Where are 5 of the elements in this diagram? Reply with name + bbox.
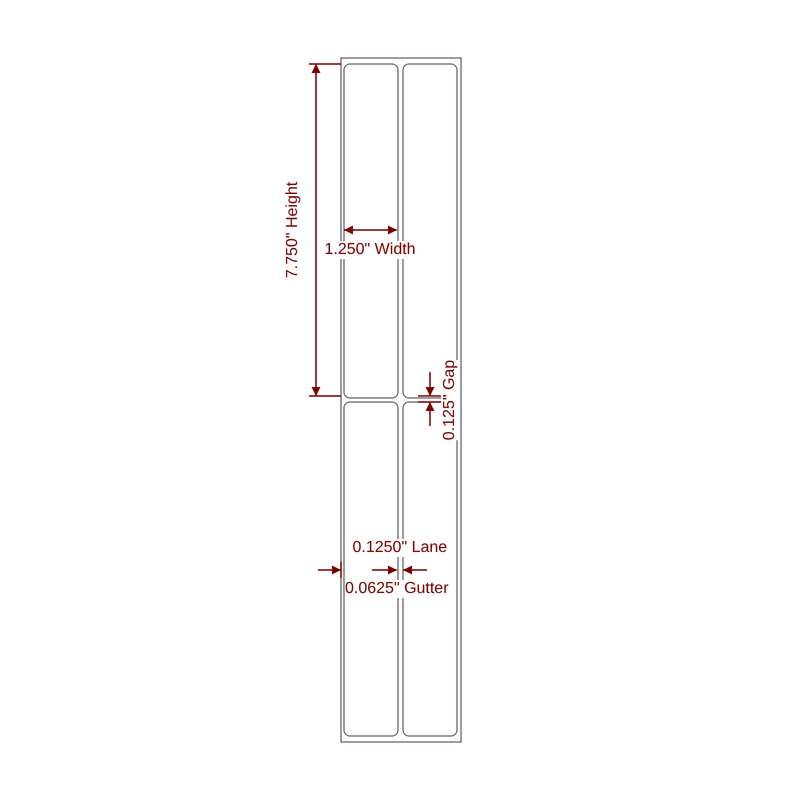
dimension-label: 0.1250" Lane: [352, 539, 448, 557]
dimension-label: 0.0625" Gutter: [345, 580, 449, 598]
dimension-label: 7.750" Height: [284, 182, 302, 278]
dimension-label: 1.250" Width: [324, 241, 416, 259]
dimension-label: 0.125" Gap: [441, 360, 460, 440]
